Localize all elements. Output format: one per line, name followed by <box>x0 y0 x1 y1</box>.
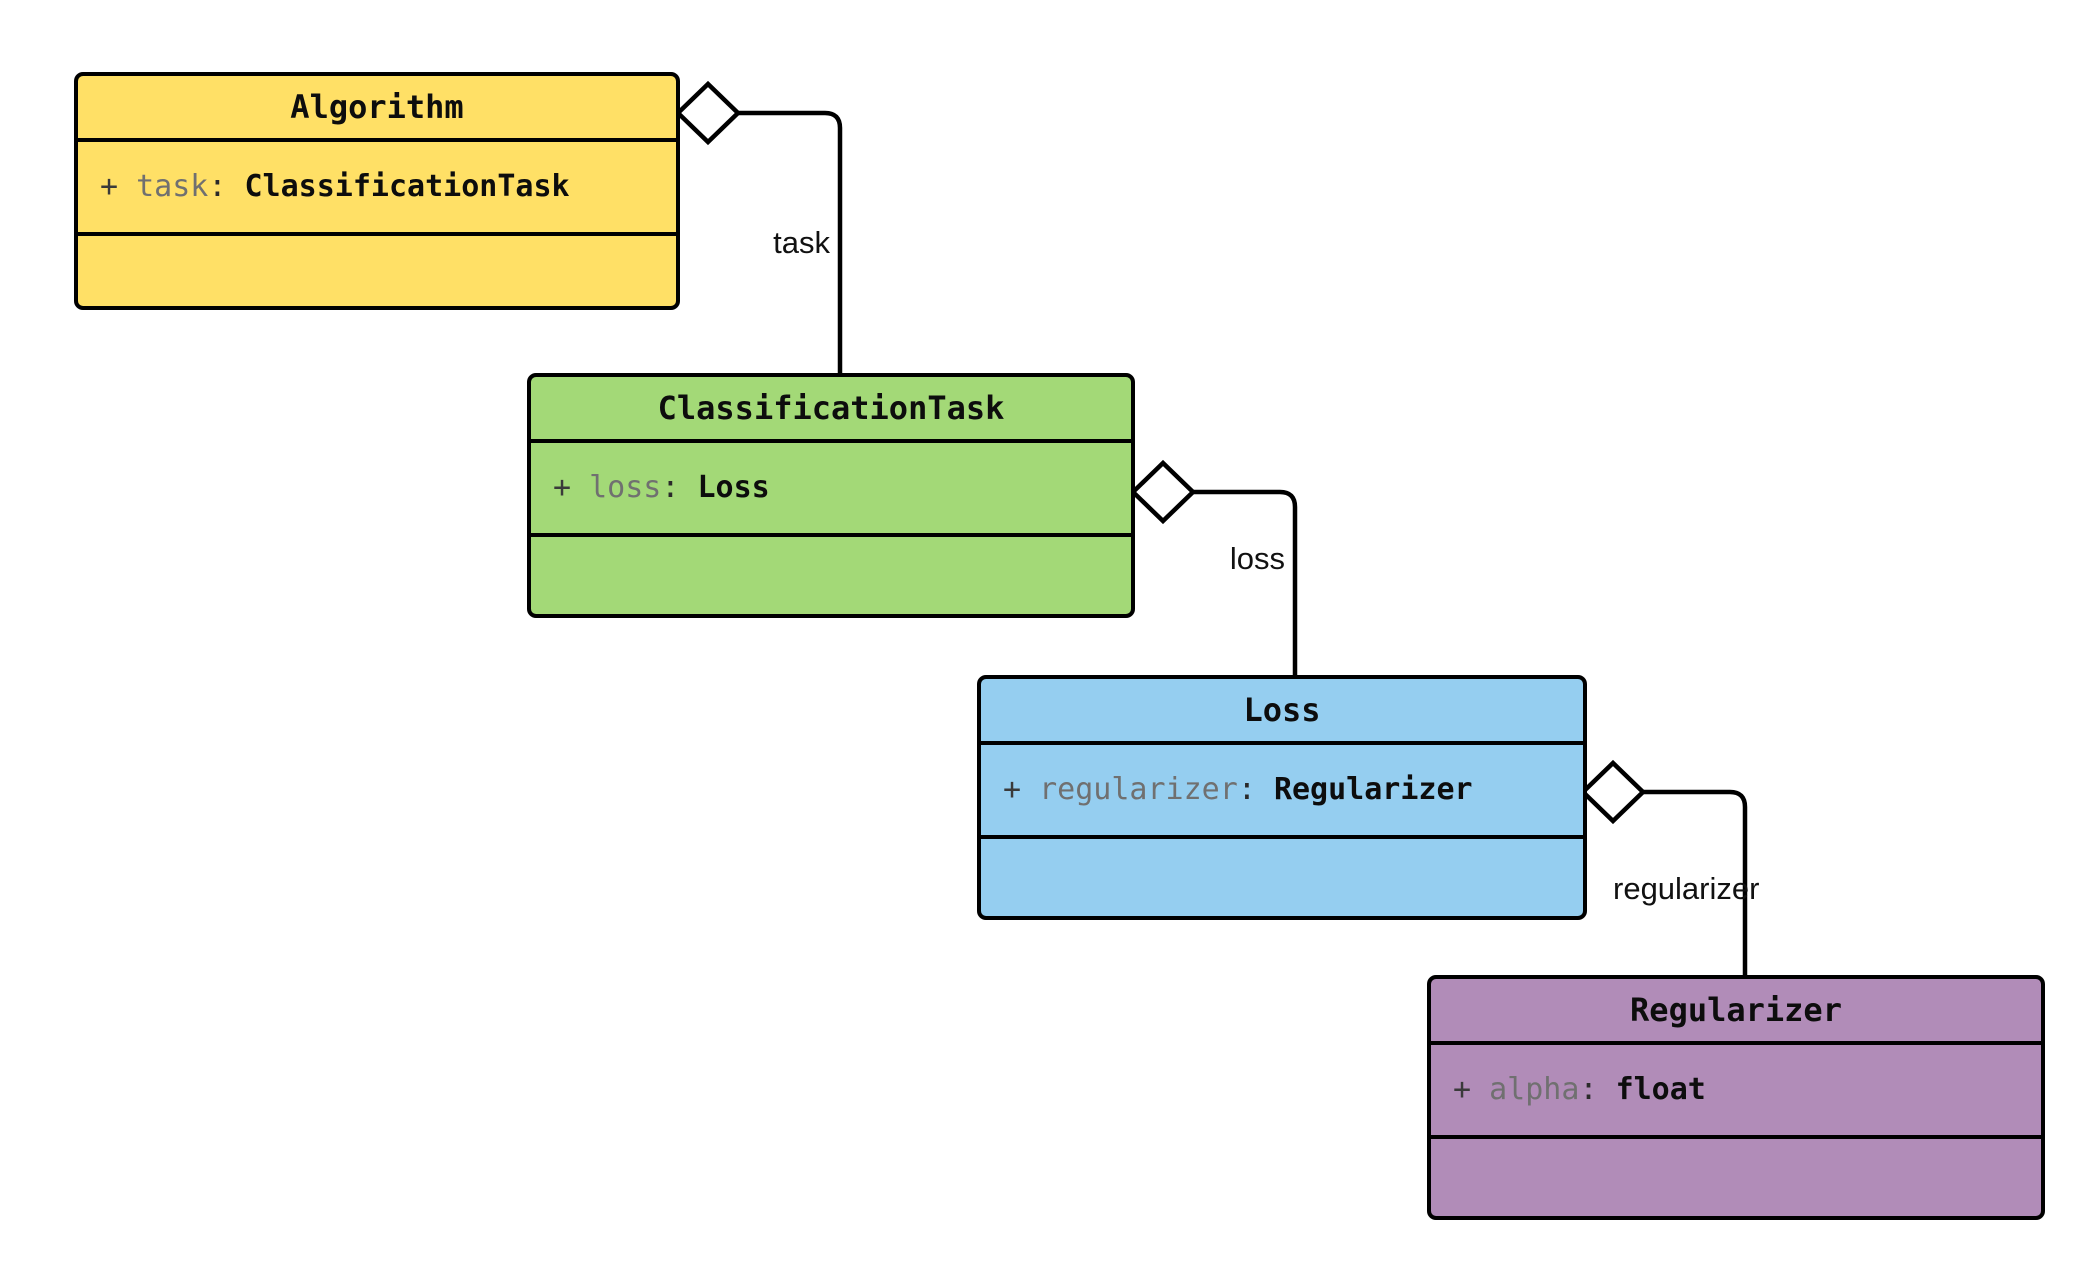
aggregation-diamond-rel-regularizer <box>1579 759 1647 825</box>
attribute-visibility: + <box>553 469 572 505</box>
attribute-separator: : <box>661 469 680 505</box>
class-methods-regularizer <box>1431 1139 2041 1216</box>
class-methods-loss <box>981 839 1583 916</box>
class-title-algorithm: Algorithm <box>78 76 676 142</box>
uml-class-regularizer[interactable]: Regularizer + alpha: float <box>1427 975 2045 1220</box>
attribute-visibility: + <box>1453 1071 1472 1107</box>
class-attributes-classificationtask: + loss: Loss <box>531 443 1131 537</box>
uml-class-algorithm[interactable]: Algorithm + task: ClassificationTask <box>74 72 680 310</box>
attribute-visibility: + <box>1003 771 1022 807</box>
attribute-separator: : <box>1579 1071 1598 1107</box>
class-attributes-regularizer: + alpha: float <box>1431 1045 2041 1139</box>
attribute-type: ClassificationTask <box>244 168 570 204</box>
attribute-name: alpha <box>1489 1071 1580 1107</box>
class-attribute-row: + regularizer: Regularizer <box>1003 771 1583 808</box>
class-title-loss: Loss <box>981 679 1583 745</box>
attribute-name: task <box>136 168 209 204</box>
aggregation-diamond-rel-loss <box>1129 459 1197 525</box>
attribute-separator: : <box>1237 771 1256 807</box>
aggregation-diamond-rel-task <box>674 80 742 146</box>
attribute-type: Regularizer <box>1273 771 1473 807</box>
attribute-type: Loss <box>697 469 770 505</box>
relation-label-rel-loss: loss <box>1229 541 1285 576</box>
attribute-separator: : <box>208 168 227 204</box>
relation-label-rel-task: task <box>773 225 830 260</box>
class-title-classificationtask: ClassificationTask <box>531 377 1131 443</box>
class-title-regularizer: Regularizer <box>1431 979 2041 1045</box>
attribute-type: float <box>1615 1071 1706 1107</box>
class-methods-classificationtask <box>531 537 1131 614</box>
class-methods-algorithm <box>78 236 676 306</box>
class-attributes-algorithm: + task: ClassificationTask <box>78 142 676 236</box>
uml-class-loss[interactable]: Loss + regularizer: Regularizer <box>977 675 1587 920</box>
uml-class-classificationtask[interactable]: ClassificationTask + loss: Loss <box>527 373 1135 618</box>
class-attribute-row: + alpha: float <box>1453 1071 2041 1108</box>
attribute-name: loss <box>589 469 662 505</box>
class-attribute-row: + loss: Loss <box>553 469 1131 506</box>
attribute-name: regularizer <box>1039 771 1238 807</box>
attribute-visibility: + <box>100 168 119 204</box>
class-attribute-row: + task: ClassificationTask <box>100 168 676 205</box>
connector-line-rel-loss <box>1193 489 1298 675</box>
class-attributes-loss: + regularizer: Regularizer <box>981 745 1583 839</box>
relation-label-rel-regularizer: regularizer <box>1613 871 1760 906</box>
